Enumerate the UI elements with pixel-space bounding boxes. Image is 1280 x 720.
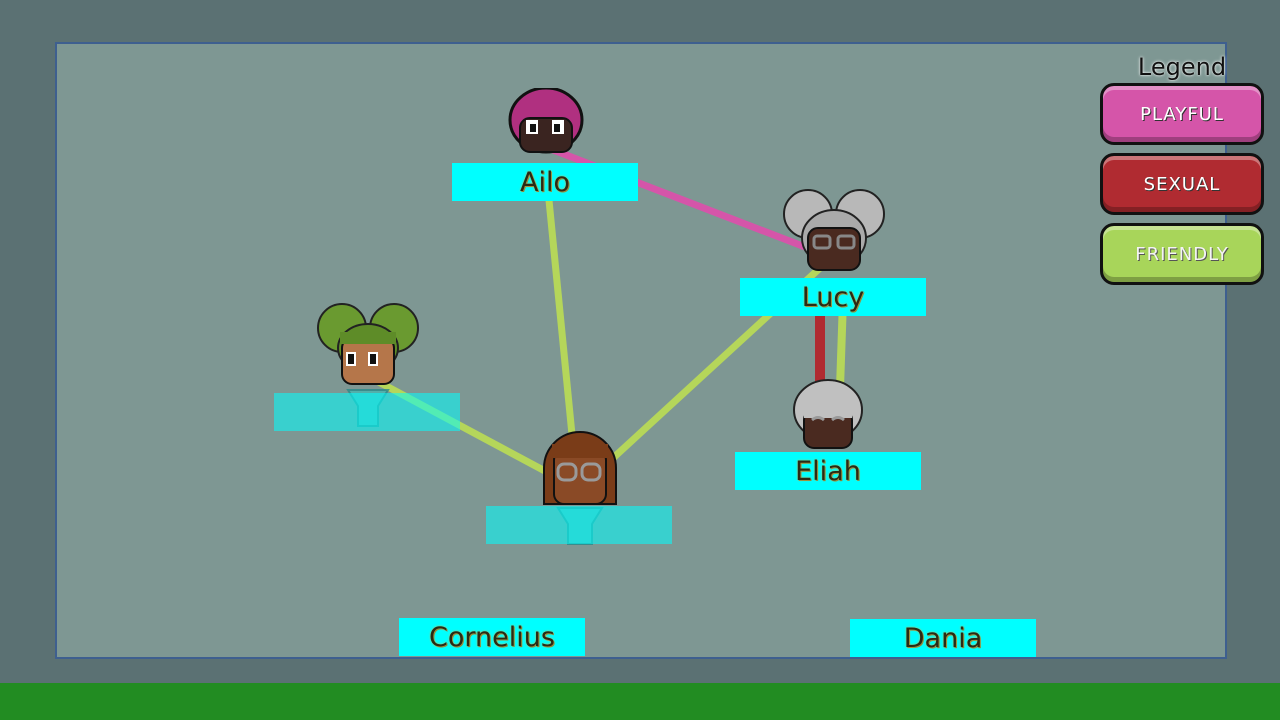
name-tag-cornelius-avatar-slot [274, 393, 460, 431]
relationship-map-panel [55, 42, 1227, 659]
ground-strip [0, 683, 1280, 720]
legend-title: Legend [1137, 53, 1227, 81]
lucy-avatar[interactable] [782, 188, 886, 278]
ailo-avatar[interactable] [506, 88, 586, 160]
name-tag-dania[interactable]: Dania [850, 619, 1036, 657]
legend-sexual-button[interactable]: SEXUAL [1100, 153, 1264, 215]
name-tag-dania-avatar-slot [486, 506, 672, 544]
name-tag-ailo[interactable]: Ailo [452, 163, 638, 201]
legend-friendly-button[interactable]: FRIENDLY [1100, 223, 1264, 285]
link-ailo-dania-friendly [544, 189, 578, 456]
legend-playful-button[interactable]: PLAYFUL [1100, 83, 1264, 145]
cornelius-avatar[interactable] [316, 302, 420, 432]
name-tag-lucy[interactable]: Lucy [740, 278, 926, 316]
name-tag-eliah[interactable]: Eliah [735, 452, 921, 490]
name-tag-cornelius[interactable]: Cornelius [399, 618, 585, 656]
eliah-avatar[interactable] [792, 378, 864, 452]
